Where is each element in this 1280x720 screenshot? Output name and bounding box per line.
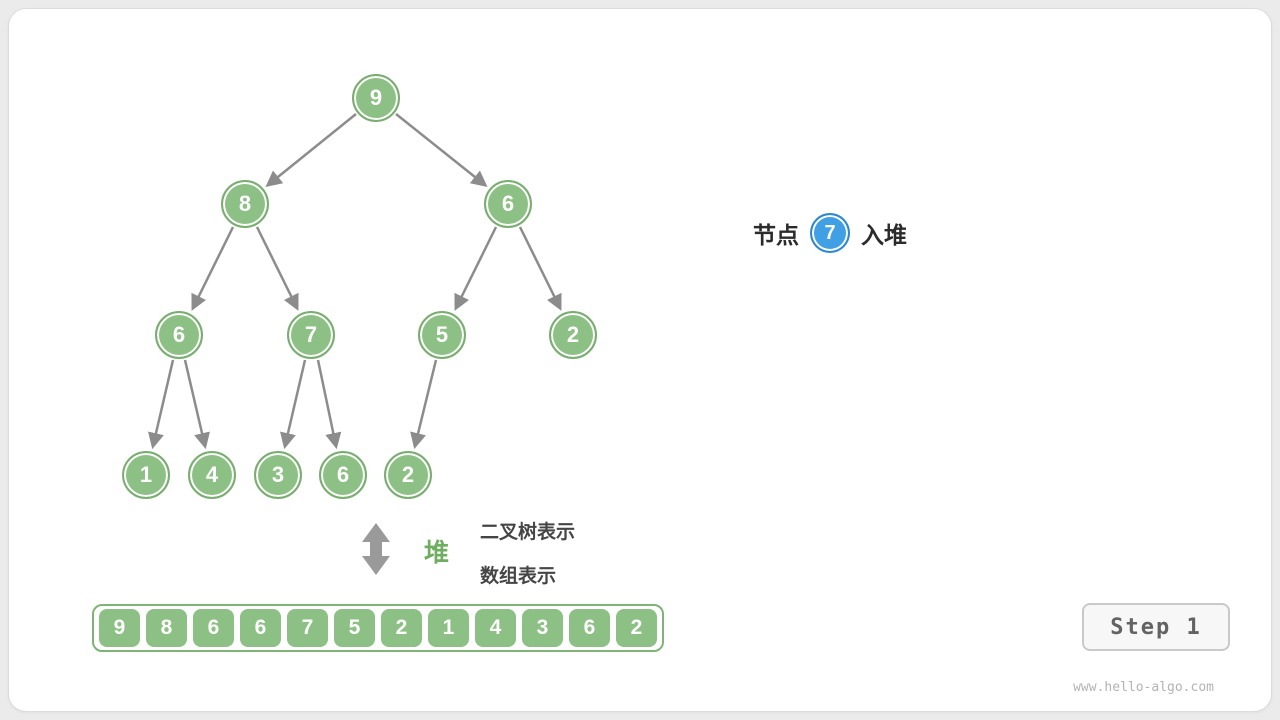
array-cell: 7 <box>287 609 328 647</box>
array-cell: 5 <box>334 609 375 647</box>
annotation-prefix: 节点 <box>753 222 799 248</box>
tree-edge <box>191 226 235 311</box>
tree-edge <box>148 359 175 450</box>
new-node-badge: 7 <box>810 213 850 253</box>
watermark: www.hello-algo.com <box>1073 680 1214 695</box>
tree-edge <box>255 226 299 311</box>
tree-edge <box>316 359 342 450</box>
heap-label: 堆 <box>424 539 450 567</box>
annotation-suffix: 入堆 <box>861 222 907 248</box>
array-cell: 4 <box>475 609 516 647</box>
array-cell: 6 <box>193 609 234 647</box>
tree-edge <box>518 226 562 311</box>
tree-edge <box>395 113 488 188</box>
tree-node: 2 <box>549 311 597 359</box>
tree-edge <box>280 359 307 450</box>
tree-node: 9 <box>352 74 400 122</box>
step-indicator: Step 1 <box>1082 603 1230 651</box>
tree-node: 6 <box>484 180 532 228</box>
tree-node: 8 <box>221 180 269 228</box>
array-cell: 3 <box>522 609 563 647</box>
array-cell: 2 <box>616 609 657 647</box>
tree-edge <box>265 113 357 188</box>
array-cell: 8 <box>146 609 187 647</box>
push-annotation: 节点 7 入堆 <box>753 211 907 255</box>
tree-node: 2 <box>384 451 432 499</box>
tree-node: 6 <box>155 311 203 359</box>
tree-edge <box>410 359 438 450</box>
tree-node: 5 <box>418 311 466 359</box>
tree-node: 3 <box>254 451 302 499</box>
tree-node: 7 <box>287 311 335 359</box>
array-cell: 1 <box>428 609 469 647</box>
binary-tree-representation-label: 二叉树表示 <box>480 522 576 543</box>
array-cell: 6 <box>569 609 610 647</box>
array-cell: 6 <box>240 609 281 647</box>
array-representation-label: 数组表示 <box>480 566 557 587</box>
tree-node: 6 <box>319 451 367 499</box>
tree-node: 4 <box>188 451 236 499</box>
figure-card <box>8 8 1272 712</box>
updown-arrow-icon <box>362 523 390 575</box>
array-cell: 2 <box>381 609 422 647</box>
heap-array: 9 8 6 6 7 5 2 1 4 3 6 2 <box>92 604 664 652</box>
array-cell: 9 <box>99 609 140 647</box>
tree-edge <box>183 359 210 450</box>
tree-edge <box>454 226 498 311</box>
tree-node: 1 <box>122 451 170 499</box>
